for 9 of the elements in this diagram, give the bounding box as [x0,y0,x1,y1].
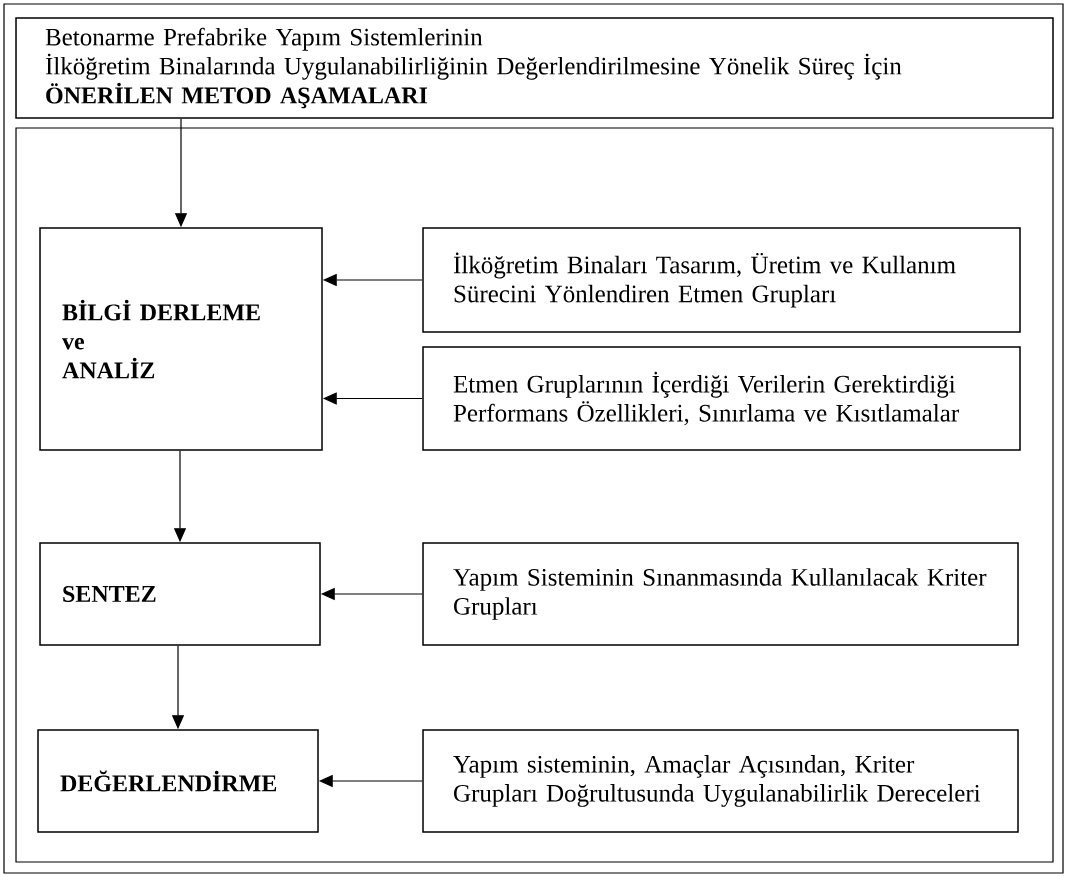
input-box: İlköğretim Binaları Tasarım, Üretim ve Kullanım Sürecini Yönlendiren Etmen Grupları [422,227,1021,333]
input-box: Yapım sisteminin, Amaçlar Açısından, Kriter Grupları Doğrultusunda Uygulanabilirlik Dereceleri [422,729,1019,833]
title-box: Betonarme Prefabrike Yapım Sistemlerinin İlköğretim Binalarında Uygulanabilirliğinin Değerlendirilmesine Yönelik Süreç İçin ÖNERİLEN METOD AŞAMALARI [15,17,1054,119]
process-box: BİLGİ DERLEME ve ANALİZ [39,227,323,451]
frame-box [15,127,1054,863]
process-box: DEĞERLENDİRME [37,729,319,833]
input-box: Etmen Gruplarının İçerdiği Verilerin Gerektirdiği Performans Özellikleri, Sınırlama ve Kısıtlamalar [422,346,1021,451]
input-box: Yapım Sisteminin Sınanmasında Kullanılacak Kriter Grupları [422,542,1019,646]
process-box: SENTEZ [39,542,321,646]
